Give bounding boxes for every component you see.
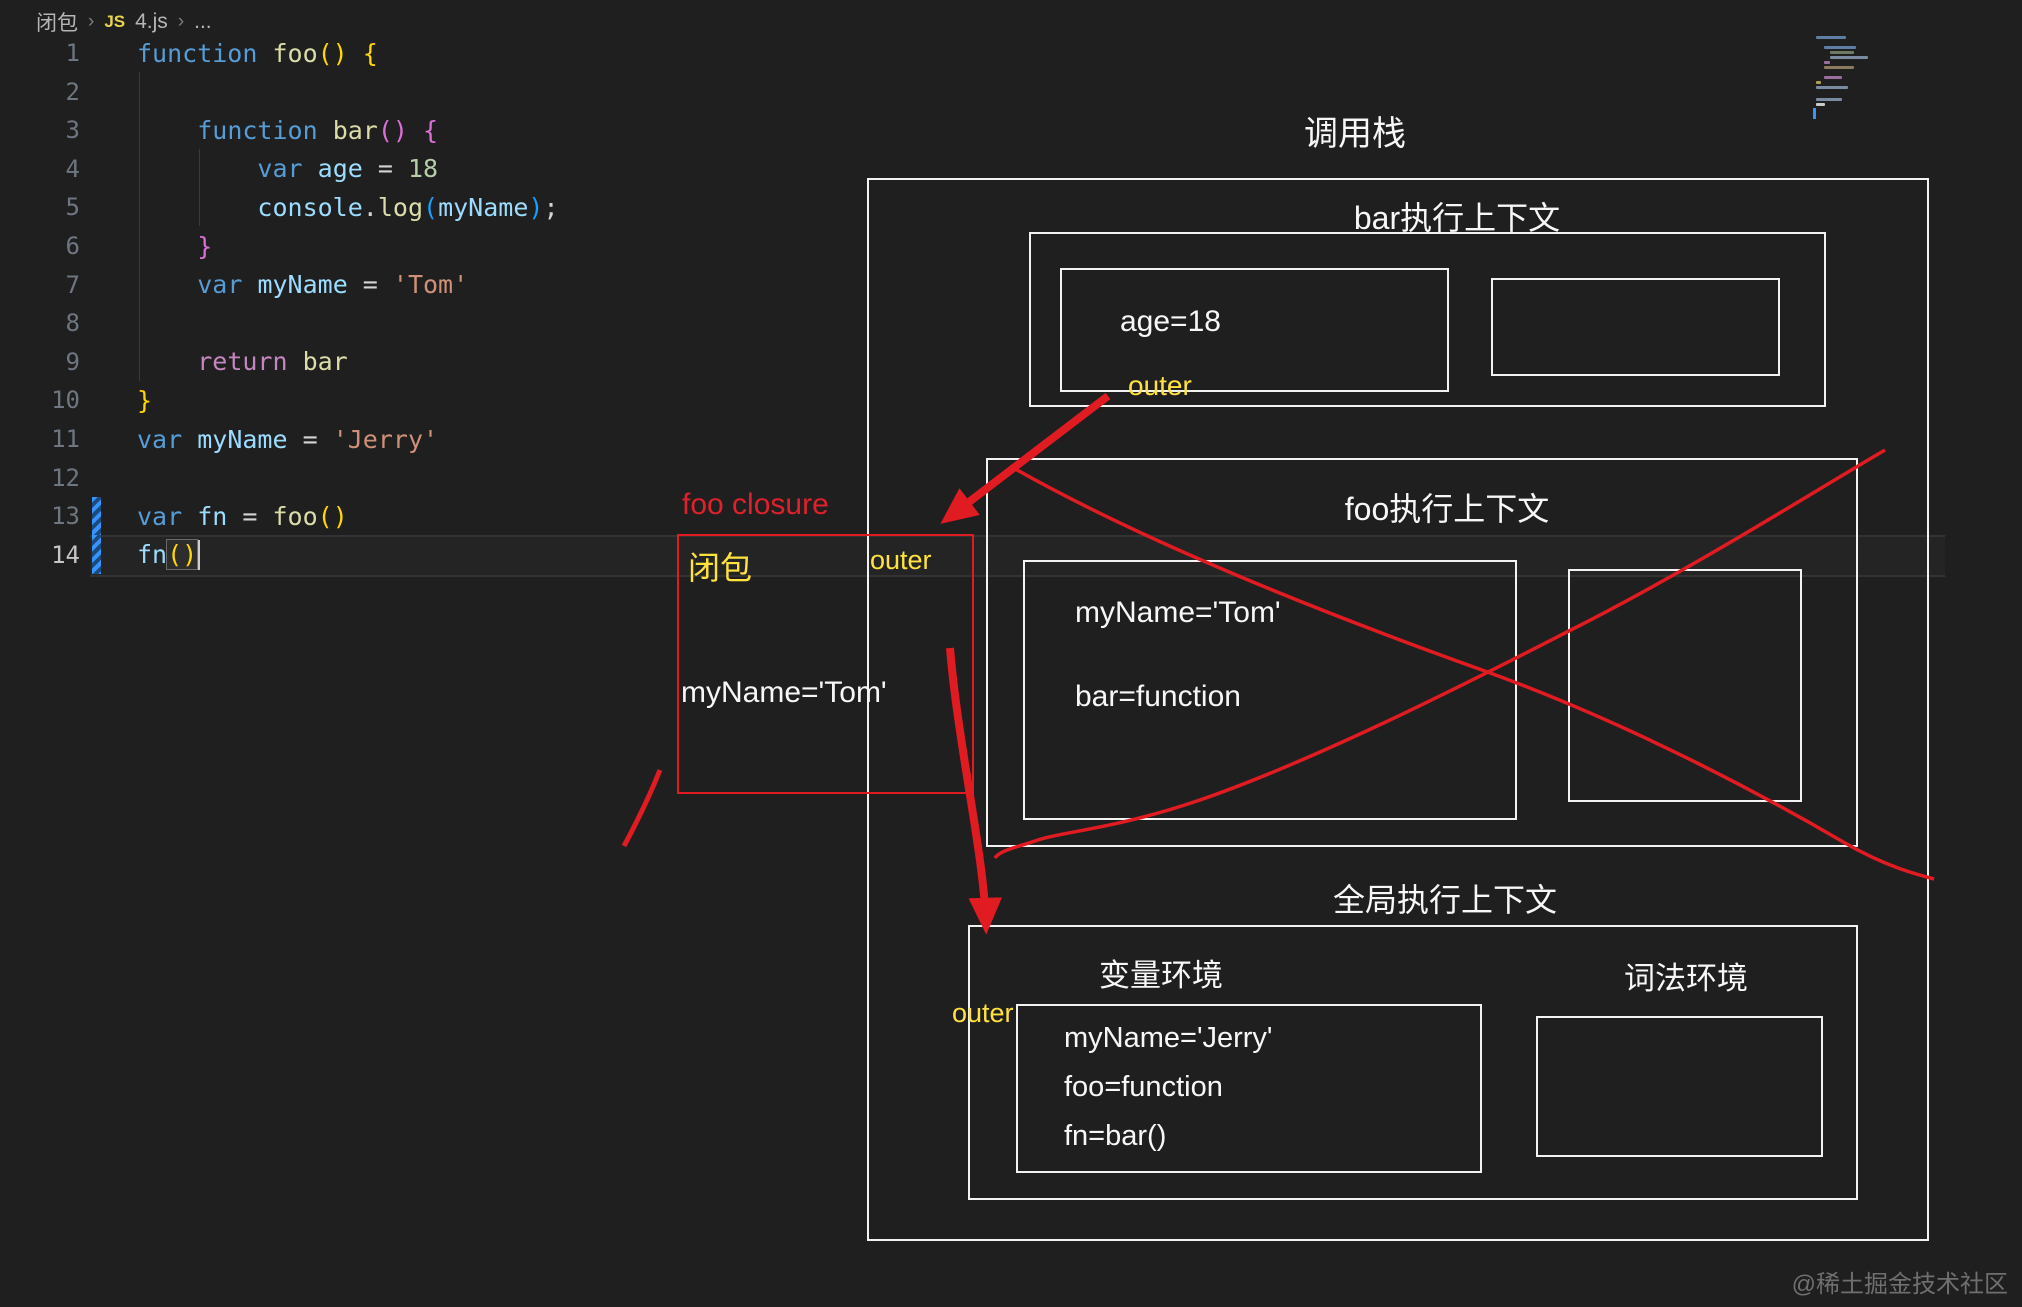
minimap-modified-marker — [1813, 108, 1816, 119]
code-text: var age = 18 — [257, 154, 439, 184]
code-line-4[interactable]: 4 var age = 18 — [0, 149, 2022, 188]
indent-guide — [199, 149, 200, 226]
line-number: 9 — [65, 347, 80, 376]
global-outer-label: outer — [952, 998, 1014, 1028]
breadcrumb-folder[interactable]: 闭包 — [36, 12, 78, 35]
code-text: fn() — [137, 535, 201, 574]
code-text: function foo() { — [137, 38, 378, 68]
minimap-code-bar — [1824, 66, 1854, 69]
code-line-3[interactable]: 3 function bar() { — [0, 111, 2022, 150]
bar-variable-env-box — [1060, 268, 1449, 392]
code-text: function bar() { — [197, 115, 439, 145]
code-text: } — [137, 385, 153, 415]
code-line-7[interactable]: 7 var myName = 'Tom' — [0, 265, 2022, 304]
call-stack-title: 调用栈 — [1304, 115, 1406, 153]
line-number: 2 — [65, 77, 80, 106]
line-number: 5 — [65, 193, 80, 222]
code-text: var fn = foo() — [137, 501, 348, 531]
global-variable-env-items: myName='Jerry' foo=function fn=bar() — [1064, 1022, 1272, 1153]
code-line-6[interactable]: 6 } — [0, 227, 2022, 266]
foo-variable-env-items: myName='Tom' bar=function — [1075, 596, 1281, 714]
js-file-icon: JS — [104, 12, 126, 31]
minimap-code-bar — [1824, 76, 1842, 79]
env-item: foo=function — [1064, 1071, 1223, 1103]
closure-outer-label: outer — [870, 545, 932, 575]
minimap-code-bar — [1824, 61, 1830, 64]
minimap-code-bar — [1830, 56, 1868, 59]
global-variable-env-title: 变量环境 — [1099, 958, 1223, 993]
chevron-right-icon: › — [88, 11, 95, 32]
minimap-code-bar — [1824, 46, 1856, 49]
global-variable-env-box — [1016, 1004, 1482, 1173]
modified-line-marker — [92, 535, 101, 575]
code-line-2[interactable]: 2 — [0, 72, 2022, 111]
foo-lexical-env-box — [1568, 569, 1802, 802]
text-cursor — [198, 539, 201, 570]
watermark: @稀土掘金技术社区 — [1791, 1271, 2008, 1298]
breadcrumb-file[interactable]: 4.js — [135, 10, 168, 33]
breadcrumb: 闭包 › JS 4.js › ... — [36, 8, 212, 36]
stray-stroke — [621, 769, 663, 848]
code-line-5[interactable]: 5 console.log(myName); — [0, 188, 2022, 227]
global-lexical-env-title: 词法环境 — [1624, 961, 1748, 996]
minimap-code-bar — [1830, 51, 1854, 54]
line-number: 13 — [51, 502, 80, 531]
minimap-code-bar — [1816, 86, 1848, 89]
chevron-right-icon: › — [177, 11, 185, 32]
line-number: 7 — [65, 270, 80, 299]
modified-line-marker — [92, 496, 101, 536]
line-number: 14 — [51, 540, 80, 569]
bar-outer-label: outer — [1128, 370, 1192, 401]
line-number: 1 — [65, 39, 80, 67]
minimap[interactable] — [1813, 36, 1886, 126]
line-number: 8 — [65, 309, 80, 338]
code-line-13[interactable]: 13 var fn = foo() — [0, 496, 2022, 536]
foo-context-title: foo执行上下文 — [1344, 491, 1550, 527]
env-item: fn=bar() — [1064, 1120, 1167, 1152]
foo-closure-caption: foo closure — [682, 488, 829, 521]
line-number: 4 — [65, 154, 80, 183]
minimap-code-bar — [1816, 81, 1821, 84]
closure-item: myName='Tom' — [681, 676, 887, 709]
code-line-10[interactable]: 10} — [0, 381, 2022, 420]
minimap-code-bar — [1816, 103, 1825, 106]
minimap-code-bar — [1816, 36, 1846, 39]
code-text: } — [197, 231, 213, 261]
code-text: return bar — [197, 347, 348, 377]
global-context-title: 全局执行上下文 — [1332, 882, 1557, 918]
code-line-1[interactable]: 1 function foo() { — [0, 34, 2022, 73]
code-text: var myName = 'Jerry' — [137, 424, 439, 454]
code-line-12[interactable]: 12 — [0, 458, 2022, 497]
env-item: myName='Tom' — [1075, 596, 1281, 629]
bar-variable-age: age=18 — [1120, 305, 1221, 338]
code-text: console.log(myName); — [257, 192, 559, 222]
code-line-9[interactable]: 9 return bar — [0, 342, 2022, 381]
minimap-code-bar — [1816, 98, 1842, 101]
code-line-14[interactable]: 14 fn() — [0, 535, 2022, 575]
code-line-8[interactable]: 8 — [0, 304, 2022, 343]
bar-context-title: bar执行上下文 — [1353, 200, 1561, 236]
code-text: var myName = 'Tom' — [197, 270, 469, 300]
env-item: bar=function — [1075, 680, 1241, 713]
bar-context-box — [1029, 232, 1826, 407]
breadcrumb-more[interactable]: ... — [194, 10, 212, 33]
line-number: 3 — [65, 116, 80, 145]
indent-guide — [139, 72, 140, 381]
bar-lexical-env-box — [1491, 278, 1780, 376]
line-number: 6 — [65, 232, 80, 260]
line-number: 10 — [51, 386, 80, 415]
code-line-11[interactable]: 11 var myName = 'Jerry' — [0, 420, 2022, 459]
env-item: myName='Jerry' — [1064, 1022, 1273, 1054]
line-number: 11 — [51, 425, 80, 453]
global-context-box — [968, 925, 1858, 1200]
closure-title: 闭包 — [688, 550, 753, 586]
line-number: 12 — [51, 463, 80, 492]
global-lexical-env-box — [1536, 1016, 1823, 1157]
